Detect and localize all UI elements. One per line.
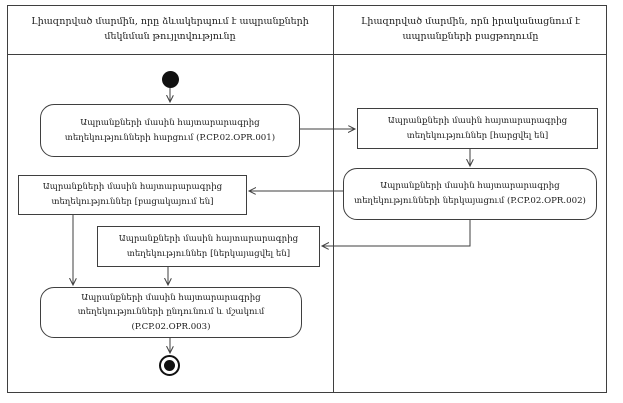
final-node-icon [159,355,180,376]
state-info-missing: Ապրանքների մասին հայտարարագրից տեղեկությ… [18,175,247,215]
activity-query-declaration-info: Ապրանքների մասին հայտարարագրից տեղեկությ… [40,104,300,157]
final-node-core [164,360,175,371]
state-info-queried: Ապրանքների մասին հայտարարագրից տեղեկությ… [357,108,598,149]
state-info-submitted: Ապրանքների մասին հայտարարագրից տեղեկությ… [97,226,320,267]
activity-submit-declaration-info: Ապրանքների մասին հայտարարագրից տեղեկությ… [343,168,597,220]
activity-receive-process-info: Ապրանքների մասին հայտարարագրից տեղեկությ… [40,287,302,338]
lane-header-separator [7,54,607,55]
initial-node-icon [162,71,179,88]
swimlane-divider [333,5,334,393]
swimlane-header-right: Լիազորված մարմին, որն իրականացնում է ապր… [360,15,581,42]
swimlane-header-left: Լիազորված մարմին, որը ձևակերպում է ապրան… [31,15,309,42]
